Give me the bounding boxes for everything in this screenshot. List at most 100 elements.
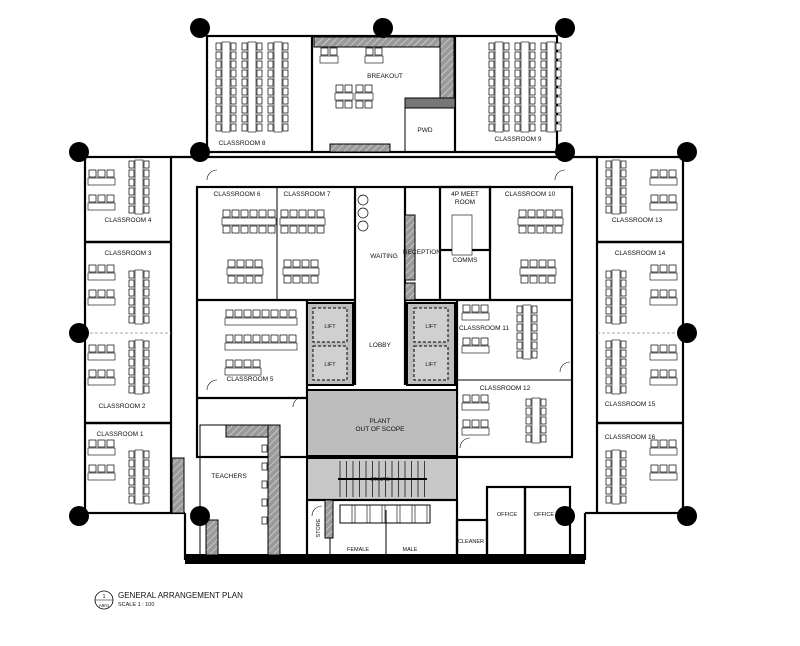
chair	[364, 84, 373, 93]
chair	[231, 209, 240, 218]
desk	[87, 202, 116, 211]
column	[373, 18, 393, 38]
door-swing	[311, 505, 323, 517]
lounge-chair	[357, 207, 369, 219]
chair	[106, 439, 115, 448]
door-swing	[206, 379, 218, 391]
chair	[261, 516, 268, 525]
chair	[282, 87, 289, 96]
door-swing	[559, 361, 571, 373]
chair	[480, 304, 489, 313]
chair	[97, 289, 106, 298]
room-labels: CLASSROOM 8 CLASSROOM 9 BREAKOUT PWD CLA…	[97, 73, 666, 553]
chair	[143, 205, 150, 214]
chair	[128, 477, 135, 486]
room-label-stairs: STAIRS	[370, 477, 390, 483]
desk	[649, 377, 678, 386]
chair	[488, 105, 495, 114]
chair	[230, 60, 237, 69]
chair	[555, 114, 562, 123]
toilet-cubicle	[354, 504, 368, 524]
chair	[215, 69, 222, 78]
chair	[143, 459, 150, 468]
chair	[540, 96, 547, 105]
chair	[605, 468, 612, 477]
room-label-meet-room-2: ROOM	[455, 199, 475, 206]
chair	[620, 340, 627, 349]
chair	[282, 114, 289, 123]
chair	[241, 123, 248, 132]
room-label-classroom-5: CLASSROOM 5	[227, 376, 274, 383]
room-label-classroom-10: CLASSROOM 10	[505, 191, 556, 198]
chair	[282, 96, 289, 105]
column	[555, 18, 575, 38]
chair	[267, 42, 274, 51]
door-swing	[206, 169, 218, 181]
room-label-lift: LIFT	[324, 362, 336, 368]
chair	[143, 367, 150, 376]
room-label-classroom-2: CLASSROOM 2	[99, 403, 146, 410]
column	[190, 506, 210, 526]
chair	[106, 289, 115, 298]
chair	[97, 464, 106, 473]
chair	[128, 376, 135, 385]
chair	[128, 349, 135, 358]
chair	[605, 306, 612, 315]
desk	[649, 447, 678, 456]
column	[190, 18, 210, 38]
desk	[517, 217, 564, 226]
chair	[620, 205, 627, 214]
chair	[241, 87, 248, 96]
chair	[488, 87, 495, 96]
desk	[494, 41, 504, 133]
column	[555, 142, 575, 162]
chair	[462, 304, 471, 313]
desk	[611, 449, 621, 505]
chair	[143, 187, 150, 196]
chair	[143, 340, 150, 349]
chair	[620, 306, 627, 315]
title-block: 1 A801 GENERAL ARRANGEMENT PLAN SCALE 1 …	[94, 590, 243, 610]
chair	[503, 60, 510, 69]
chair	[364, 100, 373, 109]
chair	[256, 42, 263, 51]
chair	[540, 123, 547, 132]
chair	[256, 114, 263, 123]
chair	[97, 194, 106, 203]
room-label-lift: LIFT	[324, 324, 336, 330]
chair	[374, 47, 383, 56]
chair	[258, 209, 267, 218]
chair	[462, 394, 471, 403]
chair	[282, 105, 289, 114]
chair	[480, 337, 489, 346]
chair	[225, 359, 234, 368]
chair	[307, 225, 316, 234]
chair	[488, 42, 495, 51]
chair	[536, 209, 545, 218]
chair	[503, 105, 510, 114]
chair	[555, 60, 562, 69]
chair	[243, 334, 252, 343]
chair	[650, 264, 659, 273]
desk	[87, 297, 116, 306]
chair	[488, 69, 495, 78]
chair	[230, 87, 237, 96]
room-label-classroom-7: CLASSROOM 7	[284, 191, 331, 198]
chair	[529, 259, 538, 268]
chair	[620, 495, 627, 504]
room-label-classroom-3: CLASSROOM 3	[105, 250, 152, 257]
chair	[488, 51, 495, 60]
chair	[529, 60, 536, 69]
chair	[471, 337, 480, 346]
chair	[267, 96, 274, 105]
desk	[134, 449, 144, 505]
chair	[88, 369, 97, 378]
chair	[620, 279, 627, 288]
chair	[545, 209, 554, 218]
chair	[128, 486, 135, 495]
chair	[289, 209, 298, 218]
room-label-plant: PLANT	[370, 418, 391, 425]
chair	[282, 60, 289, 69]
chair	[605, 297, 612, 306]
chair	[254, 275, 263, 284]
